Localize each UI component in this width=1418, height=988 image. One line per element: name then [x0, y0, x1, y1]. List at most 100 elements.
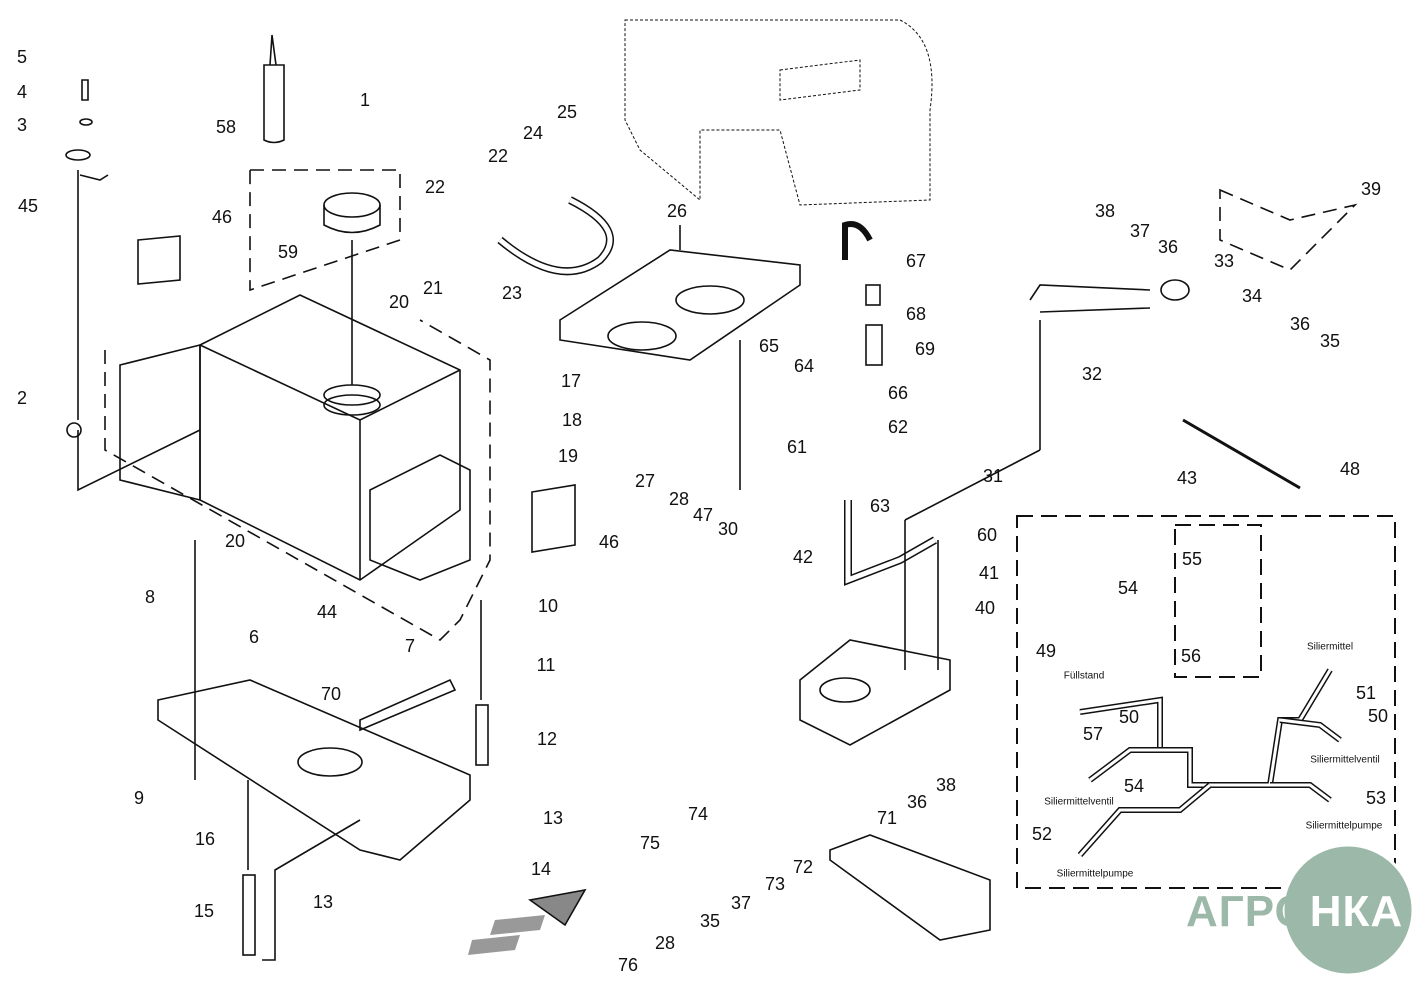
callout-number: 52	[1031, 824, 1053, 844]
callout-number: 28	[654, 933, 676, 953]
callout-number: 24	[522, 123, 544, 143]
callout-number: 42	[792, 547, 814, 567]
harness-connector-label: Füllstand	[1063, 670, 1105, 682]
callout-number: 26	[666, 201, 688, 221]
callout-number: 33	[1213, 251, 1235, 271]
callout-number: 72	[792, 857, 814, 877]
callout-number: 37	[1129, 221, 1151, 241]
callout-number: 73	[764, 874, 786, 894]
callout-number: 41	[978, 563, 1000, 583]
callout-number: 35	[1319, 331, 1341, 351]
callout-number: 75	[639, 833, 661, 853]
harness-connector-label: Siliermittelventil	[1044, 796, 1114, 808]
callout-number: 67	[905, 251, 927, 271]
callout-number: 57	[1082, 724, 1104, 744]
callout-number: 10	[537, 596, 559, 616]
callout-number: 54	[1123, 776, 1145, 796]
callout-number: 27	[634, 471, 656, 491]
callout-number: 17	[560, 371, 582, 391]
callout-number: 9	[133, 788, 145, 808]
callout-number: 46	[598, 532, 620, 552]
callout-number: 49	[1035, 641, 1057, 661]
tank	[119, 294, 471, 581]
harness-connector-label: Siliermittelventil	[1310, 754, 1380, 766]
callout-number: 34	[1241, 286, 1263, 306]
callout-number: 65	[758, 336, 780, 356]
callout-number: 54	[1117, 578, 1139, 598]
callout-number: 60	[976, 525, 998, 545]
callout-number: 47	[692, 505, 714, 525]
callout-number: 30	[717, 519, 739, 539]
callout-number: 39	[1360, 179, 1382, 199]
callout-number: 19	[557, 446, 579, 466]
logo-text-1: АГРО	[1186, 887, 1310, 936]
callout-number: 36	[906, 792, 928, 812]
callout-number: 63	[869, 496, 891, 516]
callout-number: 44	[316, 602, 338, 622]
callout-number: 13	[542, 808, 564, 828]
callout-number: 64	[793, 356, 815, 376]
agronka-logo: АГРОНКА	[1186, 887, 1403, 937]
harness-connector-label: Siliermittelpumpe	[1056, 868, 1134, 880]
callout-number: 46	[211, 207, 233, 227]
callout-number: 37	[730, 893, 752, 913]
callout-number: 53	[1365, 788, 1387, 808]
callout-number: 28	[668, 489, 690, 509]
callout-number: 56	[1180, 646, 1202, 666]
callout-number: 31	[982, 466, 1004, 486]
harness-connector-label: Siliermittel	[1306, 641, 1354, 653]
harness-box	[1016, 515, 1396, 889]
callout-number: 18	[561, 410, 583, 430]
callout-number: 11	[536, 655, 556, 675]
callout-number: 51	[1355, 683, 1377, 703]
callout-number: 70	[320, 684, 342, 704]
callout-number: 71	[876, 808, 898, 828]
callout-number: 50	[1367, 706, 1389, 726]
callout-number: 21	[422, 278, 444, 298]
callout-number: 22	[487, 146, 509, 166]
callout-number: 38	[935, 775, 957, 795]
callout-number: 5	[16, 47, 28, 67]
callout-number: 32	[1081, 364, 1103, 384]
callout-number: 1	[359, 90, 371, 110]
callout-number: 6	[248, 627, 260, 647]
callout-number: 62	[887, 417, 909, 437]
callout-number: 66	[887, 383, 909, 403]
callout-number: 38	[1094, 201, 1116, 221]
callout-number: 58	[215, 117, 237, 137]
callout-number: 36	[1157, 237, 1179, 257]
callout-number: 36	[1289, 314, 1311, 334]
machine-body-outline	[624, 19, 933, 206]
harness-connector-label: Siliermittelpumpe	[1305, 820, 1383, 832]
logo-circle	[1281, 843, 1415, 977]
callout-number: 20	[224, 531, 246, 551]
callout-number: 8	[144, 587, 156, 607]
callout-number: 13	[312, 892, 334, 912]
callout-number: 7	[404, 636, 416, 656]
callout-number: 4	[16, 82, 28, 102]
callout-number: 3	[16, 115, 28, 135]
callout-number: 16	[194, 829, 216, 849]
callout-number: 55	[1181, 549, 1203, 569]
callout-number: 14	[530, 859, 552, 879]
callout-number: 76	[617, 955, 639, 975]
callout-number: 2	[16, 388, 28, 408]
callout-number: 40	[974, 598, 996, 618]
callout-number: 69	[914, 339, 936, 359]
callout-number: 68	[905, 304, 927, 324]
callout-number: 22	[424, 177, 446, 197]
callout-number: 43	[1176, 468, 1198, 488]
callout-number: 45	[17, 196, 39, 216]
callout-number: 61	[786, 437, 808, 457]
callout-number: 35	[699, 911, 721, 931]
callout-number: 50	[1118, 707, 1140, 727]
logo-text-2: НКА	[1309, 887, 1404, 936]
tank-dashed-group	[104, 169, 1358, 641]
callout-number: 25	[556, 102, 578, 122]
callout-number: 20	[388, 292, 410, 312]
callout-number: 15	[193, 901, 215, 921]
callout-number: 48	[1339, 459, 1361, 479]
callout-number: 23	[501, 283, 523, 303]
